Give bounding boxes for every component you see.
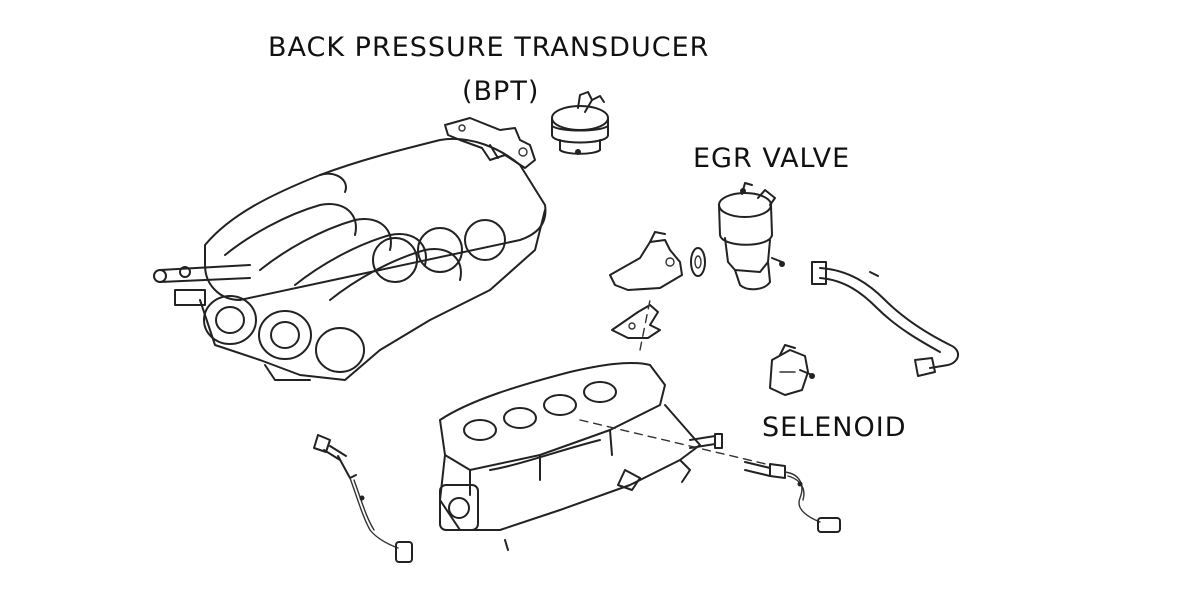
bpt-bracket [444, 117, 536, 169]
exhaust-manifold [439, 299, 771, 551]
label-solenoid: SELENOID [762, 412, 907, 443]
egr-valve [718, 182, 785, 291]
egr-adapter [609, 231, 683, 339]
intake-manifold [153, 138, 547, 381]
exhaust-sensor-right [744, 461, 841, 533]
egr-tube [811, 261, 959, 377]
label-bpt-line2: (BPT) [462, 76, 540, 107]
egr-solenoid [769, 344, 815, 396]
egr-gasket [690, 247, 706, 277]
exhaust-sensor-left [313, 434, 413, 563]
label-bpt-line1: BACK PRESSURE TRANSDUCER [268, 32, 710, 63]
label-egr-valve: EGR VALVE [693, 143, 851, 174]
bpt-transducer [551, 91, 609, 155]
